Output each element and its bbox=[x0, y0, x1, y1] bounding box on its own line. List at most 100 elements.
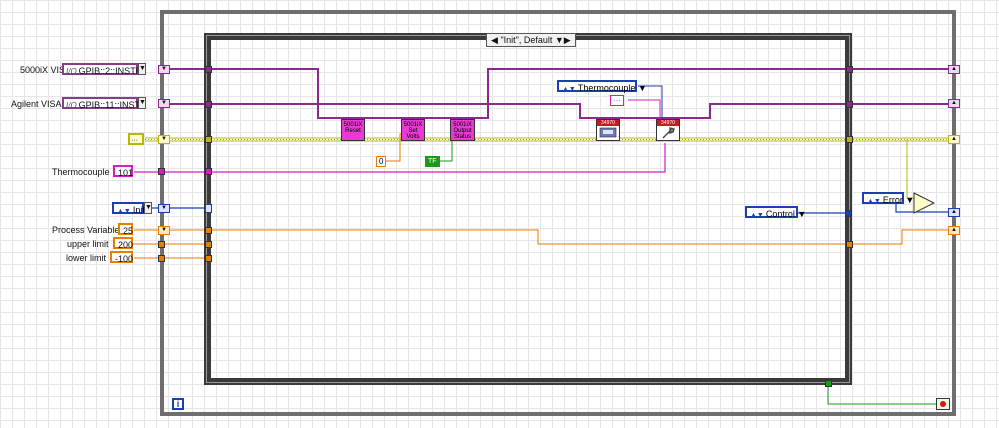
lower-limit-terminal bbox=[158, 255, 165, 262]
lower-limit-tunnel-in bbox=[205, 255, 212, 262]
upper-limit-label: upper limit bbox=[67, 239, 109, 249]
set-volts-line2: Set bbox=[408, 128, 418, 134]
visa1-value: GPIB::2::INSTR bbox=[78, 66, 143, 76]
set-volts-subvi[interactable]: 5001iX Set Volts bbox=[401, 119, 425, 141]
reset-subvi[interactable]: 5001iX Reset bbox=[341, 119, 365, 141]
agilent-read-subvi[interactable]: 34970 bbox=[596, 119, 620, 141]
reset-subvi-line2: Reset bbox=[345, 128, 361, 134]
process-variable-tunnel-out bbox=[846, 241, 853, 248]
thermocouple-tunnel-in bbox=[205, 168, 212, 175]
visa2-dropdown-icon[interactable]: ▼ bbox=[138, 97, 146, 109]
loop-stop-condition[interactable] bbox=[936, 398, 950, 410]
error-enum-constant[interactable]: ▲▼Error ▼ bbox=[862, 192, 914, 205]
select-node bbox=[913, 192, 936, 214]
thermocouple-enum-wire bbox=[638, 85, 663, 120]
case-prev-icon[interactable]: ◀ bbox=[491, 35, 498, 45]
thermocouple-label: Thermocouple bbox=[52, 167, 110, 177]
visa2-shift-register[interactable]: ▲ bbox=[948, 99, 960, 108]
lower-limit-value: -100 bbox=[115, 254, 134, 264]
visa1-dropdown-icon[interactable]: ▼ bbox=[138, 63, 146, 75]
output-status-subvi[interactable]: 5001iX Output Status bbox=[450, 119, 475, 141]
error-enum-value: Error bbox=[882, 195, 903, 205]
visa1-shift-register[interactable]: ▲ bbox=[948, 65, 960, 74]
visa2-tunnel-in bbox=[205, 101, 212, 108]
upper-limit-control[interactable]: 200 bbox=[113, 237, 134, 250]
state-dropdown-icon[interactable]: ▼ bbox=[144, 202, 152, 214]
visa2-terminal[interactable]: ▼ bbox=[158, 99, 170, 108]
upper-limit-tunnel-in bbox=[205, 241, 212, 248]
state-control[interactable]: ▲▼Init bbox=[112, 202, 145, 215]
lower-limit-label: lower limit bbox=[66, 253, 107, 263]
zero-constant[interactable]: 0 bbox=[376, 156, 386, 167]
true-constant[interactable]: TF bbox=[425, 156, 440, 167]
process-variable-terminal[interactable]: ▼ bbox=[158, 226, 170, 235]
case-selector-label: "Init", Default bbox=[500, 35, 553, 45]
error-tunnel-in bbox=[205, 136, 212, 143]
stop-wire bbox=[827, 385, 936, 405]
visa2-tunnel-out bbox=[846, 101, 853, 108]
process-variable-value: 25 bbox=[123, 226, 134, 236]
case-selector[interactable]: ◀ "Init", Default ▼▶ bbox=[486, 33, 576, 47]
thermocouple-enum-constant[interactable]: ▲▼Thermocouple ▼ bbox=[557, 80, 647, 93]
visa2-wire bbox=[170, 103, 955, 119]
output-status-line3: Status bbox=[453, 134, 471, 140]
error-in-value: ··· bbox=[131, 137, 138, 144]
control-enum-constant[interactable]: ▲▼Control ▼ bbox=[745, 206, 806, 219]
enum-arrows-icon: ▲▼ bbox=[562, 86, 576, 93]
error-terminal[interactable]: ▼ bbox=[158, 135, 170, 144]
output-status-line2: Output bbox=[453, 128, 472, 134]
string-constant-value: ··· bbox=[613, 96, 621, 105]
process-variable-control[interactable]: 25 bbox=[118, 223, 134, 236]
visa-io-icon: I/O bbox=[66, 67, 77, 76]
error-wire bbox=[145, 137, 955, 199]
thermocouple-terminal bbox=[158, 168, 165, 175]
visa2-label: Agilent VISA bbox=[11, 99, 62, 109]
string-const-wire bbox=[628, 99, 661, 120]
stop-tunnel-out bbox=[825, 380, 832, 387]
output-status-line1: 5001iX bbox=[453, 122, 472, 128]
agilent-read-label: 34970 bbox=[597, 120, 619, 126]
visa-io-icon: I/O bbox=[66, 101, 77, 110]
process-variable-label: Process Variable bbox=[52, 225, 120, 235]
set-volts-line3: Volts bbox=[406, 134, 420, 140]
thermocouple-value: 101 bbox=[118, 168, 134, 178]
state-case-selector-terminal bbox=[205, 204, 212, 213]
agilent-config-label: 34970 bbox=[657, 120, 679, 126]
error-in-control[interactable]: ··· bbox=[128, 133, 144, 145]
lower-limit-control[interactable]: -100 bbox=[110, 251, 134, 264]
thermocouple-enum-value: Thermocouple bbox=[577, 83, 636, 93]
visa1-label: 5000iX VISA bbox=[20, 65, 72, 75]
process-variable-wire bbox=[134, 229, 955, 245]
limit-wires bbox=[130, 243, 208, 259]
zero-constant-value: 0 bbox=[379, 157, 384, 166]
case-next-icon[interactable]: ▼▶ bbox=[554, 35, 571, 45]
process-variable-shift-register[interactable]: ▲ bbox=[948, 226, 960, 235]
visa1-tunnel-in bbox=[205, 66, 212, 73]
process-variable-tunnel-in bbox=[205, 227, 212, 234]
state-shift-register[interactable]: ▲ bbox=[948, 208, 960, 217]
error-shift-register[interactable]: ▲ bbox=[948, 135, 960, 144]
enum-arrows-icon: ▲▼ bbox=[117, 208, 131, 215]
visa1-terminal[interactable]: ▼ bbox=[158, 65, 170, 74]
state-value: Init bbox=[132, 205, 145, 215]
state-terminal[interactable]: ▼ bbox=[158, 204, 170, 213]
agilent-config-subvi[interactable]: 34970 bbox=[656, 119, 680, 141]
upper-limit-value: 200 bbox=[118, 240, 134, 250]
meter-icon bbox=[599, 127, 617, 138]
thermocouple-control[interactable]: 101 bbox=[113, 165, 134, 178]
true-constant-value: TF bbox=[428, 158, 437, 165]
visa1-wire bbox=[170, 68, 955, 119]
reset-subvi-line1: 5001iX bbox=[343, 122, 363, 128]
wrench-icon bbox=[662, 127, 675, 139]
error-tunnel-out bbox=[846, 136, 853, 143]
control-enum-value: Control bbox=[765, 209, 795, 219]
visa1-tunnel-out bbox=[846, 66, 853, 73]
enum-arrows-icon: ▲▼ bbox=[750, 212, 764, 219]
upper-limit-terminal bbox=[158, 241, 165, 248]
loop-iteration-info-icon: i bbox=[172, 398, 184, 410]
enum-arrows-icon: ▲▼ bbox=[867, 198, 881, 205]
string-constant[interactable]: ··· bbox=[610, 95, 624, 106]
